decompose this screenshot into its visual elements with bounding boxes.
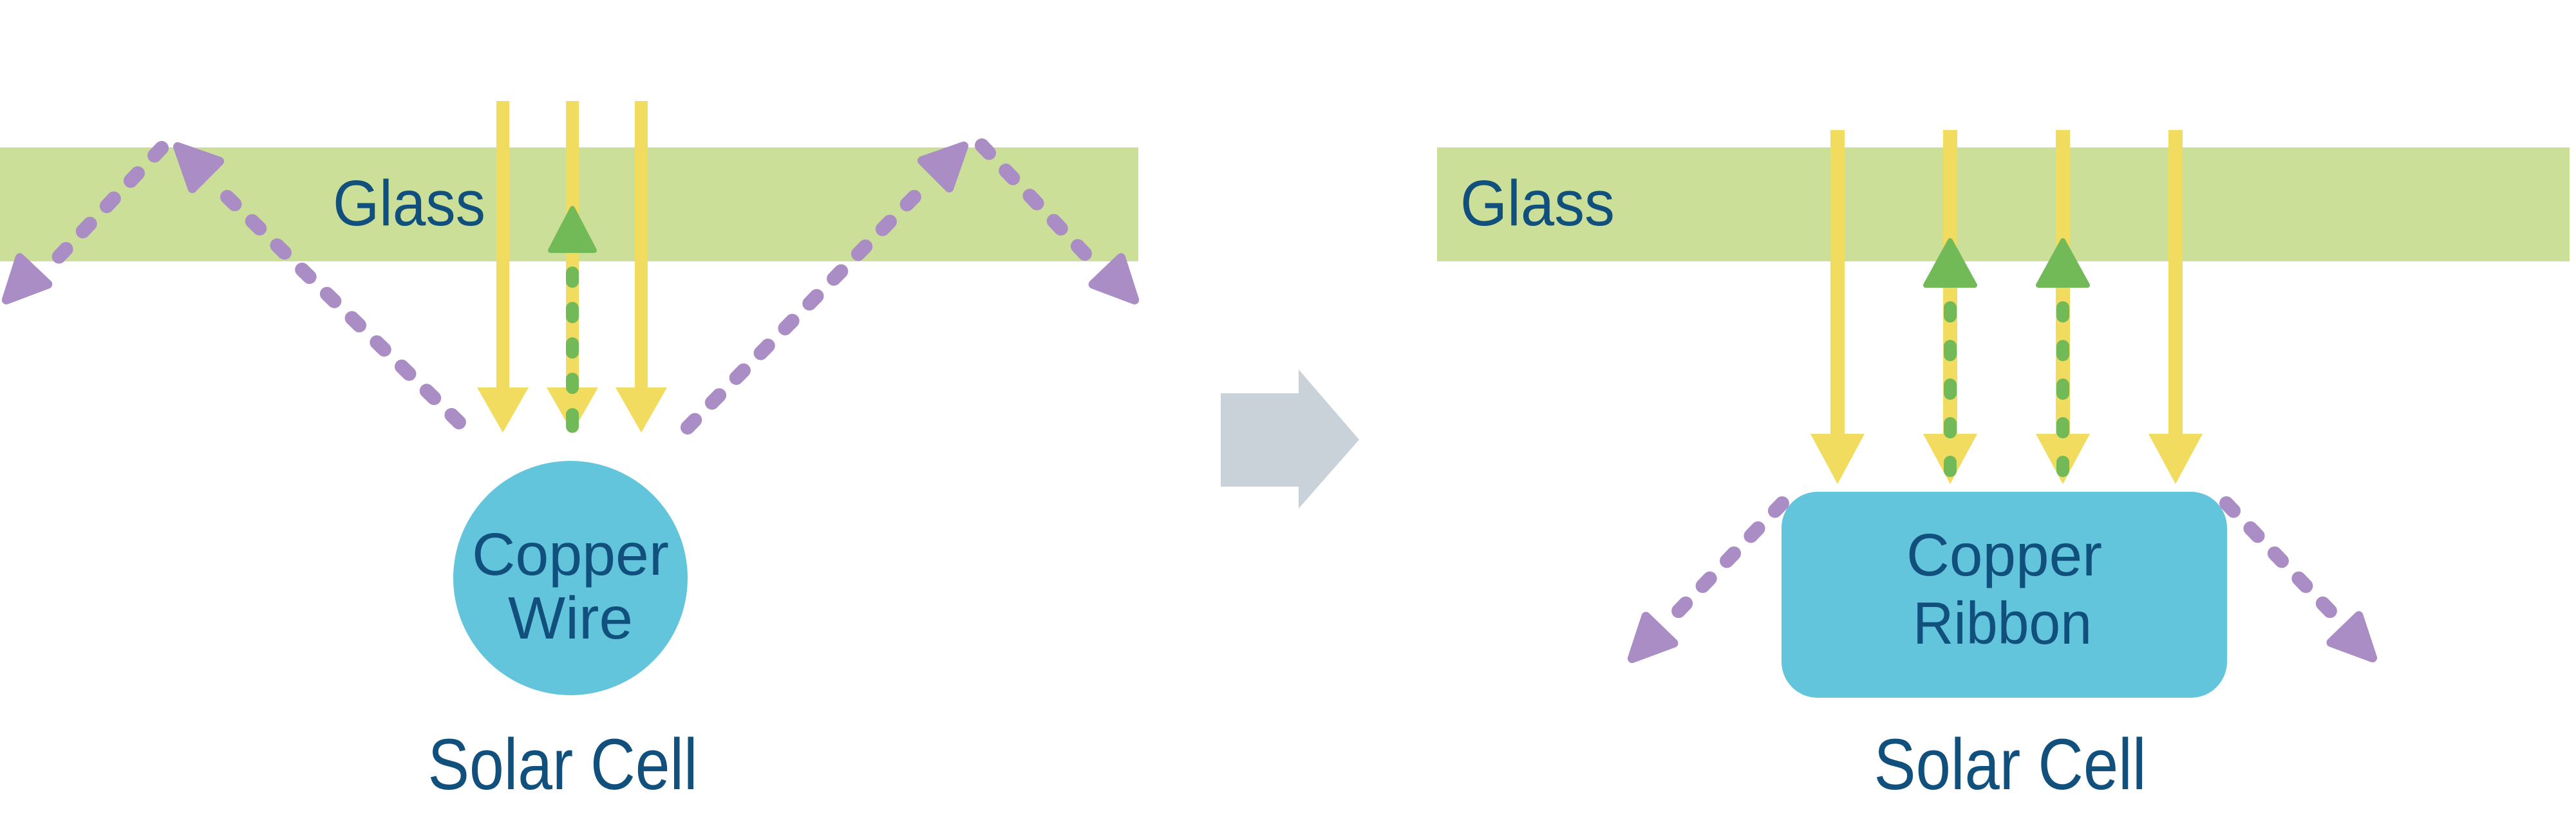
svg-text:Glass: Glass bbox=[333, 167, 485, 239]
svg-text:Ribbon: Ribbon bbox=[1913, 590, 2092, 657]
svg-text:Solar Cell: Solar Cell bbox=[1874, 724, 2147, 805]
svg-text:Copper: Copper bbox=[472, 521, 669, 588]
svg-text:Wire: Wire bbox=[508, 584, 633, 651]
svg-text:Glass: Glass bbox=[1460, 167, 1615, 239]
svg-text:Copper: Copper bbox=[1906, 521, 2102, 588]
svg-text:Solar Cell: Solar Cell bbox=[428, 724, 698, 805]
